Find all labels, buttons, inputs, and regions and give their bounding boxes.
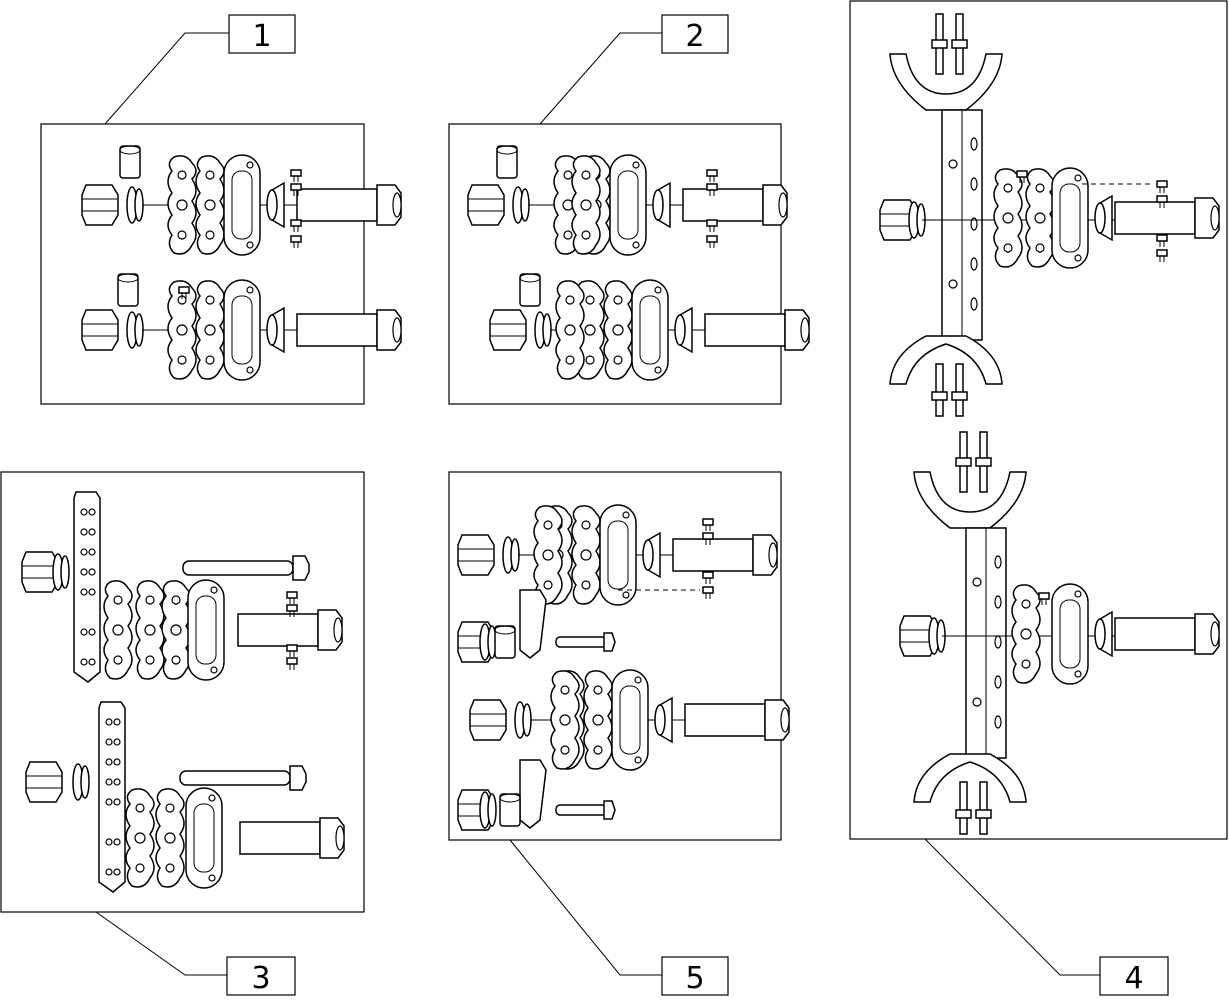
panel-4: 4	[849, 0, 1228, 996]
panel-5: 5	[448, 471, 789, 996]
callout-label-1: 1	[252, 19, 271, 54]
callout-label-5: 5	[685, 961, 704, 996]
panel-3: 3	[0, 471, 365, 996]
panel-2-upper-hub-assembly	[468, 145, 787, 255]
callout-box-4	[1099, 956, 1169, 996]
panel-1-frame	[40, 123, 365, 405]
panel-1-upper-hub-assembly	[82, 145, 401, 255]
callout-box-1	[228, 14, 296, 54]
panel-4-upper-post-assembly	[879, 13, 1220, 417]
panel-5-frame	[448, 471, 782, 841]
callout-box-2	[661, 14, 729, 54]
panel-2-lower-hub-assembly	[490, 273, 809, 380]
panel-3-frame	[0, 471, 365, 913]
leader-line-5	[509, 839, 662, 976]
panel-5-lower-hub-assembly	[457, 670, 789, 831]
callout-label-2: 2	[685, 19, 704, 54]
panel-1: 1	[40, 14, 401, 405]
callout-box-3	[226, 956, 296, 996]
leader-line-4	[924, 838, 1100, 976]
leader-line-3	[95, 911, 227, 976]
leader-line-1	[104, 32, 229, 125]
panel-3-upper-bracket-assembly	[21, 491, 343, 683]
panel-1-lower-hub-assembly	[82, 273, 401, 380]
leader-line-2	[539, 32, 662, 125]
callout-box-5	[661, 956, 729, 996]
callout-label-3: 3	[251, 961, 270, 996]
callout-label-4: 4	[1124, 961, 1143, 996]
panel-3-lower-bracket-assembly	[25, 701, 345, 893]
panel-5-upper-hub-assembly	[457, 505, 777, 663]
panel-4-frame	[849, 0, 1228, 840]
panel-2-frame	[448, 123, 782, 405]
panel-4-lower-post-assembly	[899, 431, 1220, 835]
panel-2: 2	[448, 14, 809, 405]
